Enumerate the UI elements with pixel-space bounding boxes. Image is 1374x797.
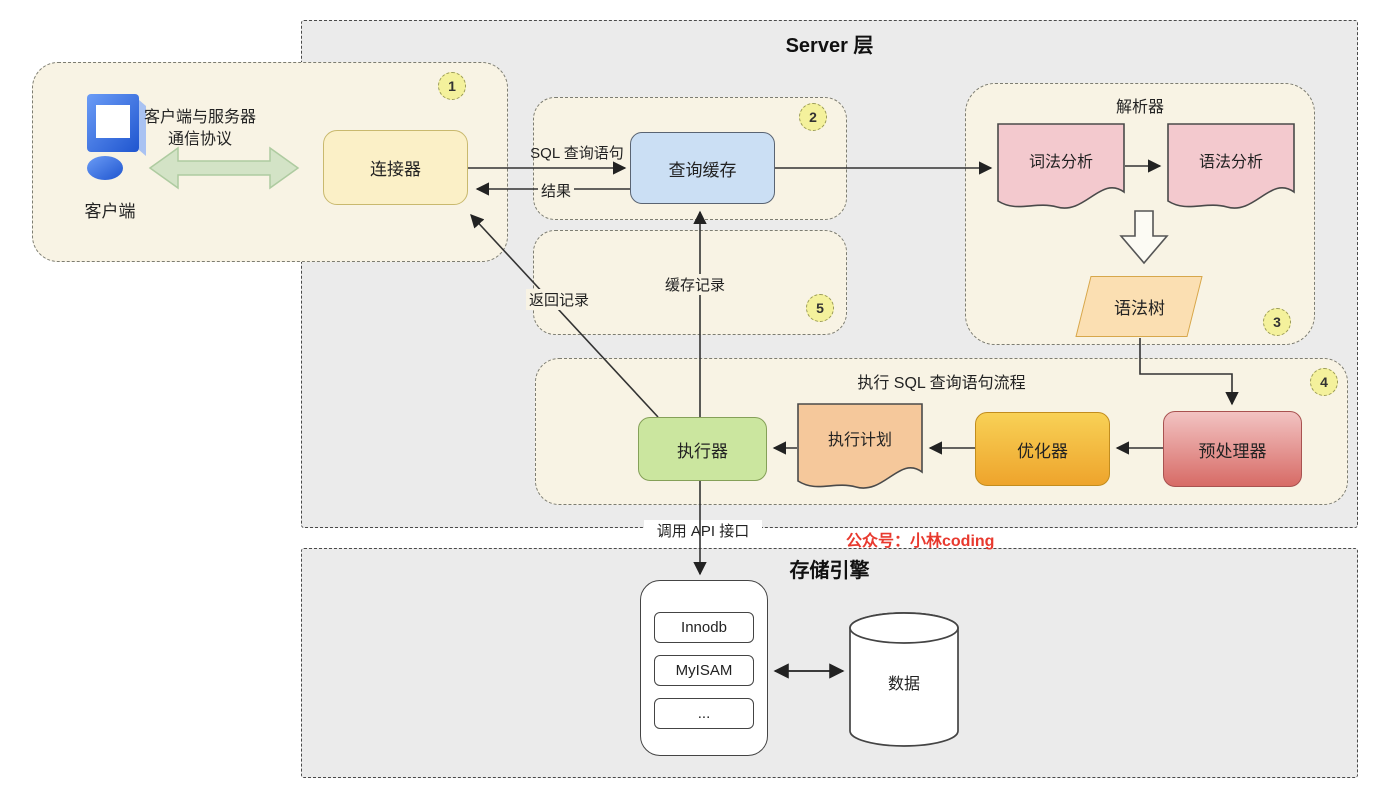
edge-result-label: 结果	[538, 180, 575, 201]
engine-others: ...	[654, 698, 754, 729]
engine-innodb: Innodb	[654, 612, 754, 643]
node-preprocessor: 预处理器	[1163, 411, 1302, 487]
node-query-cache-label: 查询缓存	[668, 160, 737, 180]
engine-innodb-label: Innodb	[681, 619, 727, 636]
step-badge-3: 3	[1263, 308, 1291, 336]
edge-sql-query-label: SQL 查询语句	[530, 145, 624, 162]
step-badge-2: 2	[799, 103, 827, 131]
client-label: 客户端	[84, 202, 136, 221]
protocol-label-line1: 客户端与服务器	[143, 109, 256, 126]
node-query-cache: 查询缓存	[630, 132, 775, 204]
step-badge-4: 4	[1310, 368, 1338, 396]
engine-myisam: MyISAM	[654, 655, 754, 686]
storage-engine-container: 存储引擎	[301, 548, 1358, 778]
step-badge-5: 5	[806, 294, 834, 322]
watermark-text: 公众号：小林coding	[846, 533, 995, 550]
parser-group-title: 解析器	[1115, 99, 1164, 116]
node-executor: 执行器	[638, 417, 767, 481]
node-lexical-label: 词法分析	[1028, 154, 1093, 171]
data-cylinder-label: 数据	[887, 676, 920, 693]
engine-myisam-label: MyISAM	[675, 662, 733, 679]
node-syntax-tree: 语法树	[1075, 276, 1203, 337]
storage-engine-title: 存储引擎	[789, 560, 870, 582]
edge-cache-record-label: 缓存记录	[662, 274, 729, 295]
node-connector-label: 连接器	[370, 160, 421, 179]
node-optimizer-label: 优化器	[1017, 441, 1068, 461]
node-syntax-label: 语法分析	[1198, 154, 1263, 171]
node-preprocessor-label: 预处理器	[1198, 441, 1267, 461]
exec-flow-group-title: 执行 SQL 查询语句流程	[857, 375, 1026, 392]
edge-api-call-label: 调用 API 接口	[644, 520, 762, 541]
server-layer-title: Server 层	[785, 35, 874, 57]
node-exec-plan-label: 执行计划	[827, 432, 892, 449]
node-syntax-tree-label: 语法树	[1113, 299, 1165, 318]
node-connector: 连接器	[323, 130, 468, 205]
engine-others-label: ...	[697, 705, 711, 722]
edge-return-record-label: 返回记录	[526, 289, 593, 310]
step-badge-1: 1	[438, 72, 466, 100]
node-executor-label: 执行器	[677, 441, 728, 461]
protocol-label-line2: 通信协议	[167, 131, 232, 148]
node-optimizer: 优化器	[975, 412, 1110, 486]
